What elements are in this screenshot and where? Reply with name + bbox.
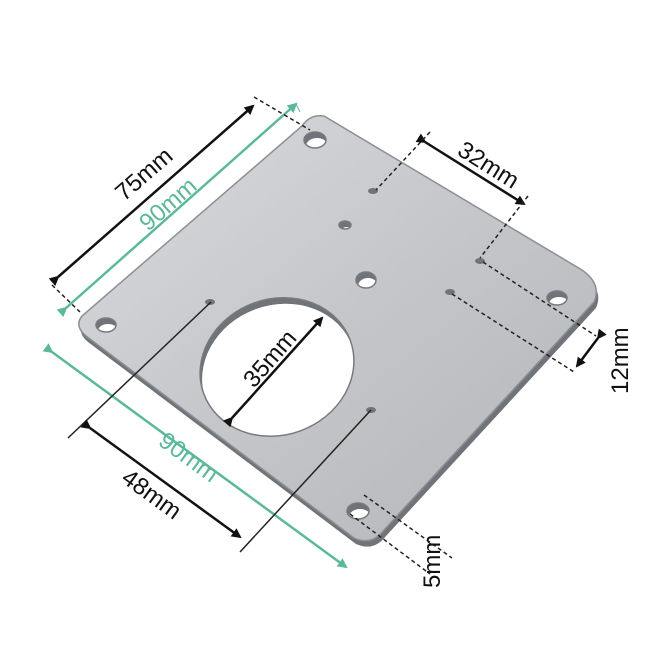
dim-hole-spacing-side-label: 12mm: [607, 327, 634, 394]
dim-corner-offset: 5mm: [349, 494, 453, 588]
small-hole-1: [338, 220, 352, 230]
corner-hole-top: [303, 131, 327, 149]
dim-height-total-label: 90mm: [153, 427, 223, 488]
dim-corner-offset-label: 5mm: [419, 535, 446, 588]
corner-hole-right: [546, 290, 568, 306]
dim-hole-spacing-top-label: 32mm: [453, 136, 524, 194]
center-small-hole: [355, 271, 377, 289]
dim-hole-spacing-side: 12mm: [451, 261, 634, 394]
corner-hole-left: [95, 317, 117, 333]
